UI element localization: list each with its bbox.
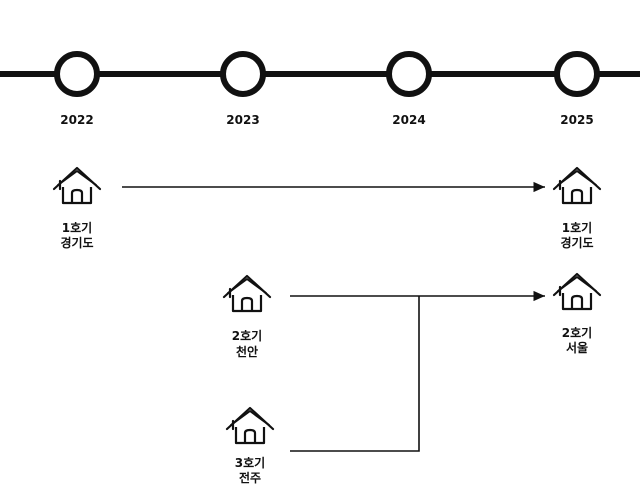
house-icon xyxy=(552,272,602,311)
site3-region: 전주 xyxy=(239,470,261,485)
year-node-2024 xyxy=(386,51,432,97)
site1-start-number: 1호기 xyxy=(62,220,92,235)
site3-connector xyxy=(290,296,420,452)
house-icon xyxy=(225,406,275,445)
house-icon xyxy=(222,274,272,313)
year-label-2024: 2024 xyxy=(392,113,425,127)
site2-region: 천안 xyxy=(236,344,258,359)
year-node-2023 xyxy=(220,51,266,97)
year-label-2022: 2022 xyxy=(60,113,93,127)
site1-start-region: 경기도 xyxy=(60,235,93,250)
year-node-2025 xyxy=(554,51,600,97)
year-label-2023: 2023 xyxy=(226,113,259,127)
year-label-2025: 2025 xyxy=(560,113,593,127)
year-node-2022 xyxy=(54,51,100,97)
site1-end-number: 1호기 xyxy=(562,220,592,235)
site3-number: 3호기 xyxy=(235,455,265,470)
site2-number: 2호기 xyxy=(232,328,262,343)
house-icon xyxy=(552,166,602,205)
site2-end-region: 서울 xyxy=(566,340,588,355)
house-icon xyxy=(52,166,102,205)
site1-end-region: 경기도 xyxy=(560,235,593,250)
site2-end-number: 2호기 xyxy=(562,325,592,340)
